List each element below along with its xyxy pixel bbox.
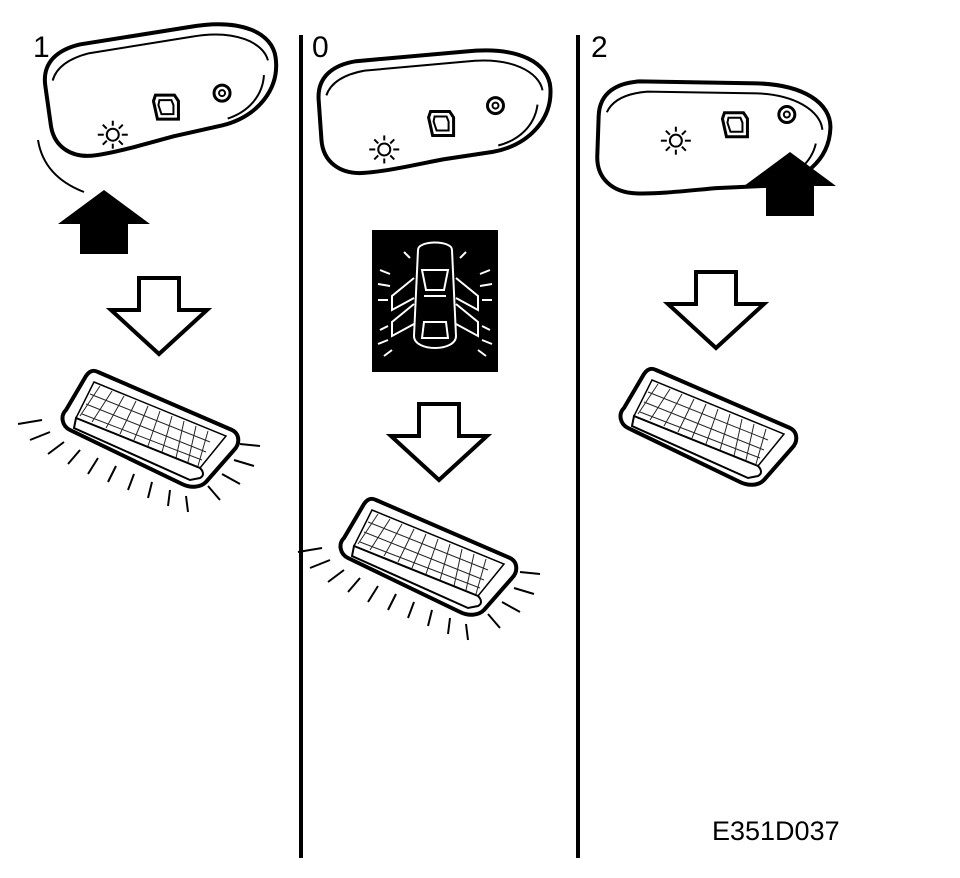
ring-icon	[212, 83, 232, 103]
panel-2	[596, 78, 836, 487]
door-icon	[427, 109, 456, 137]
down-arrow-icon	[109, 276, 209, 356]
panel-0	[297, 43, 558, 641]
ring-icon	[485, 96, 505, 116]
panel-1	[17, 13, 288, 513]
panel-label-2: 2	[591, 31, 608, 64]
interior-lamp-icon	[60, 368, 241, 489]
down-arrow-icon	[666, 270, 766, 350]
car-top-view-icon	[372, 230, 498, 372]
ring-icon	[777, 105, 797, 125]
key-fob-remote	[37, 13, 288, 163]
up-arrow-icon	[58, 190, 150, 254]
interior-lamp-icon	[338, 496, 519, 617]
fob-shadow-line	[37, 139, 85, 193]
reference-code: E351D037	[712, 816, 840, 846]
key-fob-remote	[313, 43, 558, 178]
panel-label-1: 1	[33, 31, 50, 64]
interior-lamp-icon	[618, 366, 799, 487]
panel-label-0: 0	[312, 31, 329, 64]
door-icon	[720, 111, 749, 139]
down-arrow-icon	[389, 402, 489, 482]
door-icon	[151, 93, 180, 121]
